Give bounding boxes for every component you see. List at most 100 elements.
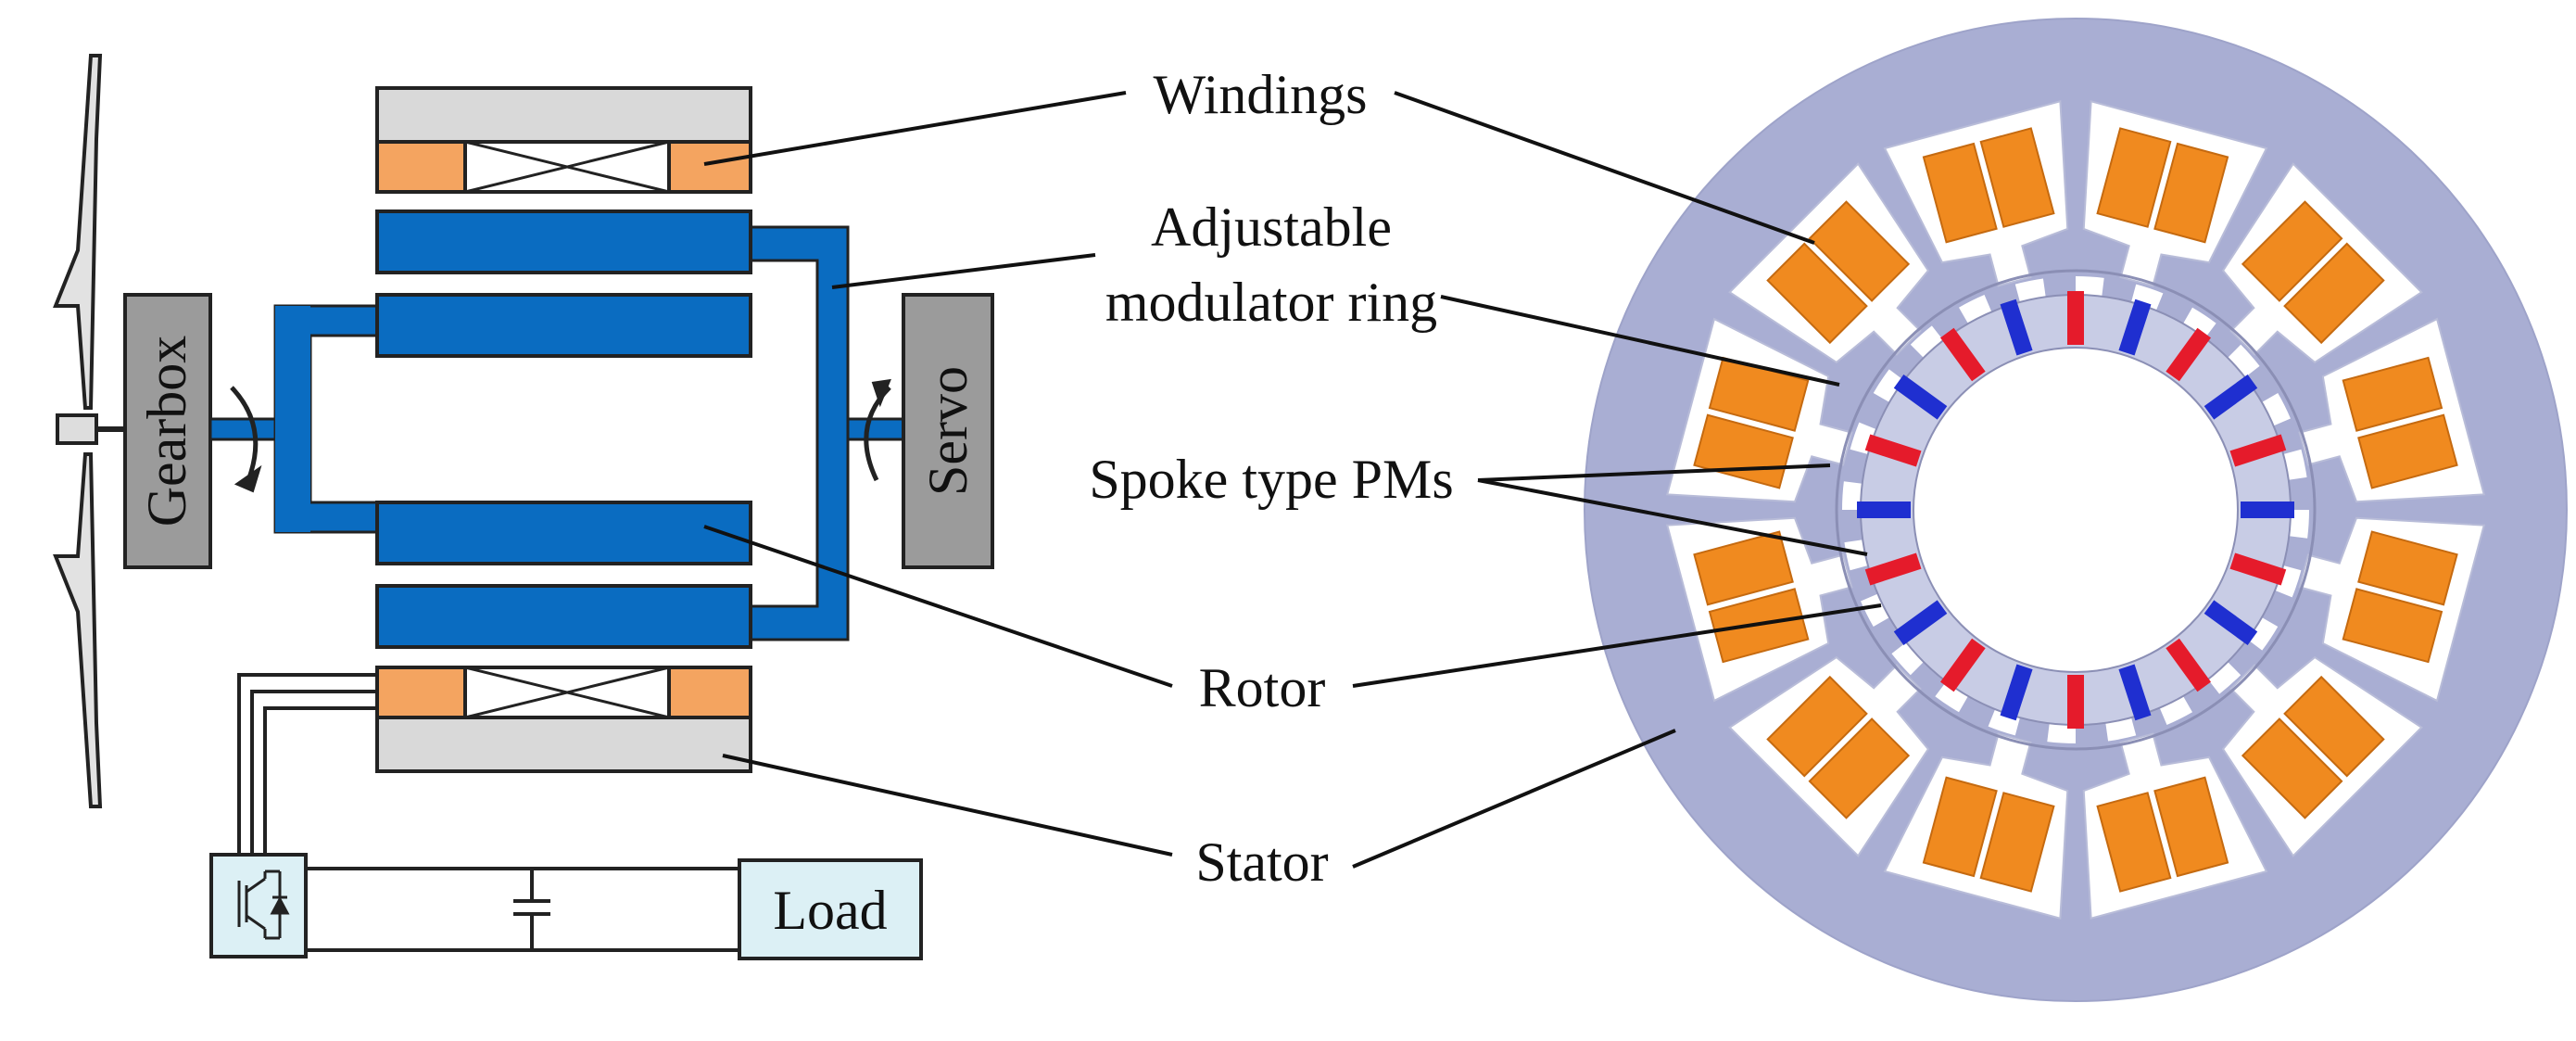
winding-coil xyxy=(2153,776,2229,878)
annotation-labels: Windings Adjustable modulator ring Spoke… xyxy=(1089,64,1453,893)
modulator-segment xyxy=(2228,344,2260,378)
spoke-pm xyxy=(1857,501,1911,518)
motor-cross-section xyxy=(1584,18,2568,1002)
spoke-pm xyxy=(1864,552,1922,586)
igbt-diode-icon xyxy=(237,870,290,940)
stator-label: Stator xyxy=(1195,832,1328,893)
winding-coil xyxy=(2283,242,2385,345)
stator-slot xyxy=(2298,317,2485,503)
modulator-ring-outline xyxy=(1835,269,2317,751)
modulator-segment xyxy=(2105,717,2137,742)
winding-coil xyxy=(1808,200,1911,302)
rotor-bore xyxy=(1913,347,2239,673)
rotation-arrow-icon xyxy=(230,378,891,493)
winding-coil xyxy=(1766,675,1868,778)
leader-lines xyxy=(703,91,1882,869)
winding-coil xyxy=(1922,142,1998,244)
spoke-pm xyxy=(2166,638,2211,692)
modulator-label-line1: Adjustable xyxy=(1151,197,1392,258)
modulator-segment xyxy=(2247,617,2279,651)
stator-slot xyxy=(2082,732,2268,920)
stator-bottom xyxy=(375,666,752,773)
spoke-pm xyxy=(2203,375,2258,420)
spoke-pm xyxy=(2000,298,2033,356)
slot-opening xyxy=(1728,162,1930,364)
spoke-pm xyxy=(2000,664,2033,721)
servo-block: Servo xyxy=(902,293,994,569)
dc-link xyxy=(306,867,739,952)
slot-opening xyxy=(2221,162,2423,364)
rotor-frame xyxy=(208,225,905,641)
gearbox-block: Gearbox xyxy=(123,293,212,569)
stator-slot xyxy=(1666,317,1853,503)
winding-coil xyxy=(2283,675,2385,778)
winding-coil xyxy=(1693,530,1794,606)
pms-label: Spoke type PMs xyxy=(1089,449,1453,510)
winding-coil xyxy=(2342,588,2443,664)
modulator-segment xyxy=(2283,449,2307,480)
spoke-pm xyxy=(1940,327,1986,382)
spoke-pm xyxy=(2118,664,2152,721)
spoke-pm xyxy=(1893,375,1948,420)
winding-coil xyxy=(2241,717,2343,819)
stator-slot xyxy=(1728,655,1930,857)
converter-block xyxy=(209,853,308,958)
stator-slot xyxy=(2221,655,2423,857)
slot-opening xyxy=(1728,655,1930,857)
spoke-pm xyxy=(1940,638,1986,692)
winding-coil xyxy=(2241,200,2343,302)
modulator-segment xyxy=(1891,641,1924,676)
load-label: Load xyxy=(773,880,887,941)
load-block: Load xyxy=(738,858,923,960)
spoke-pm xyxy=(2203,600,2258,645)
winding-coil xyxy=(1922,776,1998,878)
spoke-pm xyxy=(2229,434,2287,467)
servo-label: Servo xyxy=(917,366,979,496)
modulator-label-line2: modulator ring xyxy=(1105,272,1437,333)
modulator-segment xyxy=(2183,307,2216,338)
winding-coil xyxy=(1808,717,1911,819)
stator-slot xyxy=(2082,100,2268,287)
spoke-pm xyxy=(1893,600,1948,645)
winding-coil xyxy=(2096,127,2172,228)
stator-slot xyxy=(1728,162,1930,364)
winding-coil xyxy=(1979,127,2055,228)
modulator-segment xyxy=(1844,540,1868,571)
wind-turbine-blades xyxy=(53,54,125,808)
winding-coil xyxy=(2096,792,2172,893)
windings-label: Windings xyxy=(1154,64,1368,125)
modulator-segment xyxy=(2014,278,2046,302)
stator-slot xyxy=(1883,100,2069,287)
modulator-segment xyxy=(1935,681,1968,713)
winding-coil xyxy=(1979,792,2055,893)
stator-slot xyxy=(2298,516,2485,703)
winding-coil xyxy=(2357,530,2458,606)
winding-coil xyxy=(1766,242,1868,345)
spoke-pm xyxy=(2067,675,2084,729)
winding-coil xyxy=(2342,356,2443,432)
spoke-pm xyxy=(2241,501,2294,518)
modulator-segment xyxy=(1959,295,1992,324)
modulator-segment xyxy=(1861,593,1890,627)
gearbox-label: Gearbox xyxy=(136,336,197,527)
modulator-segment xyxy=(2261,393,2291,426)
modulator-segment xyxy=(2159,695,2192,725)
stator-top xyxy=(375,86,752,194)
spoke-pm xyxy=(2067,291,2084,345)
spoke-pm xyxy=(2229,552,2287,586)
modulator-segment xyxy=(2207,662,2241,694)
spoke-pm xyxy=(2166,327,2211,382)
phase-wires xyxy=(237,673,377,855)
stator-slot xyxy=(2221,162,2423,364)
stator-slot xyxy=(1883,732,2069,920)
slot-opening xyxy=(2221,655,2423,857)
modulator-segment xyxy=(1910,325,1944,358)
spoke-pm xyxy=(2118,298,2152,356)
spoke-pm xyxy=(1864,434,1922,467)
winding-coil xyxy=(2357,413,2458,489)
rotor-bars xyxy=(375,209,752,649)
rotor-label: Rotor xyxy=(1199,657,1326,718)
modulator-segment xyxy=(1873,369,1904,402)
